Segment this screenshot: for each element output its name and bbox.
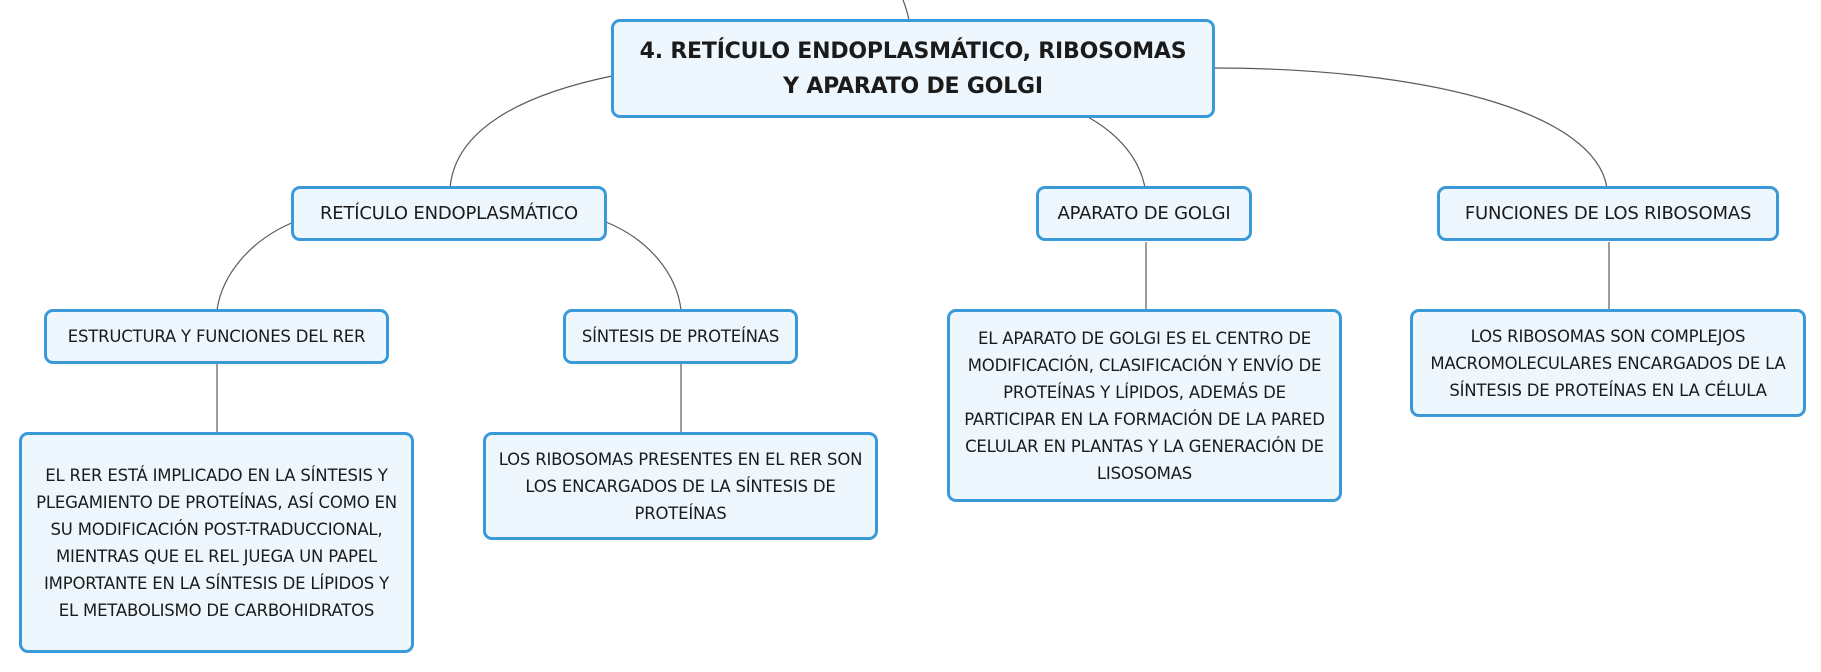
connector-root-to-golgi	[1087, 116, 1146, 189]
topic-reticulo-label: RETÍCULO ENDOPLASMÁTICO	[320, 202, 578, 224]
subtopic-rer-label: ESTRUCTURA Y FUNCIONES DEL RER	[67, 326, 366, 346]
subtopic-sintesis-label: SÍNTESIS DE PROTEÍNAS	[581, 326, 780, 346]
detail-rer[interactable]: EL RER ESTÁ IMPLICADO EN LA SÍNTESIS Y P…	[19, 432, 414, 653]
connector-parent-to-root	[902, 0, 910, 21]
topic-funciones-ribosomas[interactable]: FUNCIONES DE LOS RIBOSOMAS	[1437, 186, 1779, 241]
topic-reticulo-endoplasmatico[interactable]: RETÍCULO ENDOPLASMÁTICO	[291, 186, 607, 241]
detail-golgi[interactable]: EL APARATO DE GOLGI ES EL CENTRO DE MODI…	[947, 309, 1342, 502]
root-node[interactable]: 4. RETÍCULO ENDOPLASMÁTICO, RIBOSOMAS Y …	[611, 19, 1215, 118]
topic-aparato-de-golgi[interactable]: APARATO DE GOLGI	[1036, 186, 1252, 241]
connector-reticulo-to-rer	[216, 221, 295, 311]
detail-sintesis-text: LOS RIBOSOMAS PRESENTES EN EL RER SON LO…	[498, 449, 863, 523]
topic-golgi-label: APARATO DE GOLGI	[1057, 202, 1231, 224]
detail-ribosomas[interactable]: LOS RIBOSOMAS SON COMPLEJOS MACROMOLECUL…	[1410, 309, 1806, 417]
detail-rer-text: EL RER ESTÁ IMPLICADO EN LA SÍNTESIS Y P…	[36, 465, 397, 620]
topic-ribosomas-label: FUNCIONES DE LOS RIBOSOMAS	[1464, 202, 1752, 224]
detail-sintesis[interactable]: LOS RIBOSOMAS PRESENTES EN EL RER SON LO…	[483, 432, 878, 540]
root-title: 4. RETÍCULO ENDOPLASMÁTICO, RIBOSOMAS Y …	[639, 38, 1187, 99]
connector-root-to-ribosomas	[1212, 67, 1608, 189]
connector-root-to-reticulo	[449, 75, 613, 189]
subtopic-sintesis-proteinas[interactable]: SÍNTESIS DE PROTEÍNAS	[563, 309, 798, 364]
subtopic-estructura-funciones-rer[interactable]: ESTRUCTURA Y FUNCIONES DEL RER	[44, 309, 389, 364]
detail-ribosomas-text: LOS RIBOSOMAS SON COMPLEJOS MACROMOLECUL…	[1430, 326, 1786, 400]
detail-golgi-text: EL APARATO DE GOLGI ES EL CENTRO DE MODI…	[964, 328, 1325, 483]
connector-reticulo-to-sintesis	[605, 221, 682, 311]
